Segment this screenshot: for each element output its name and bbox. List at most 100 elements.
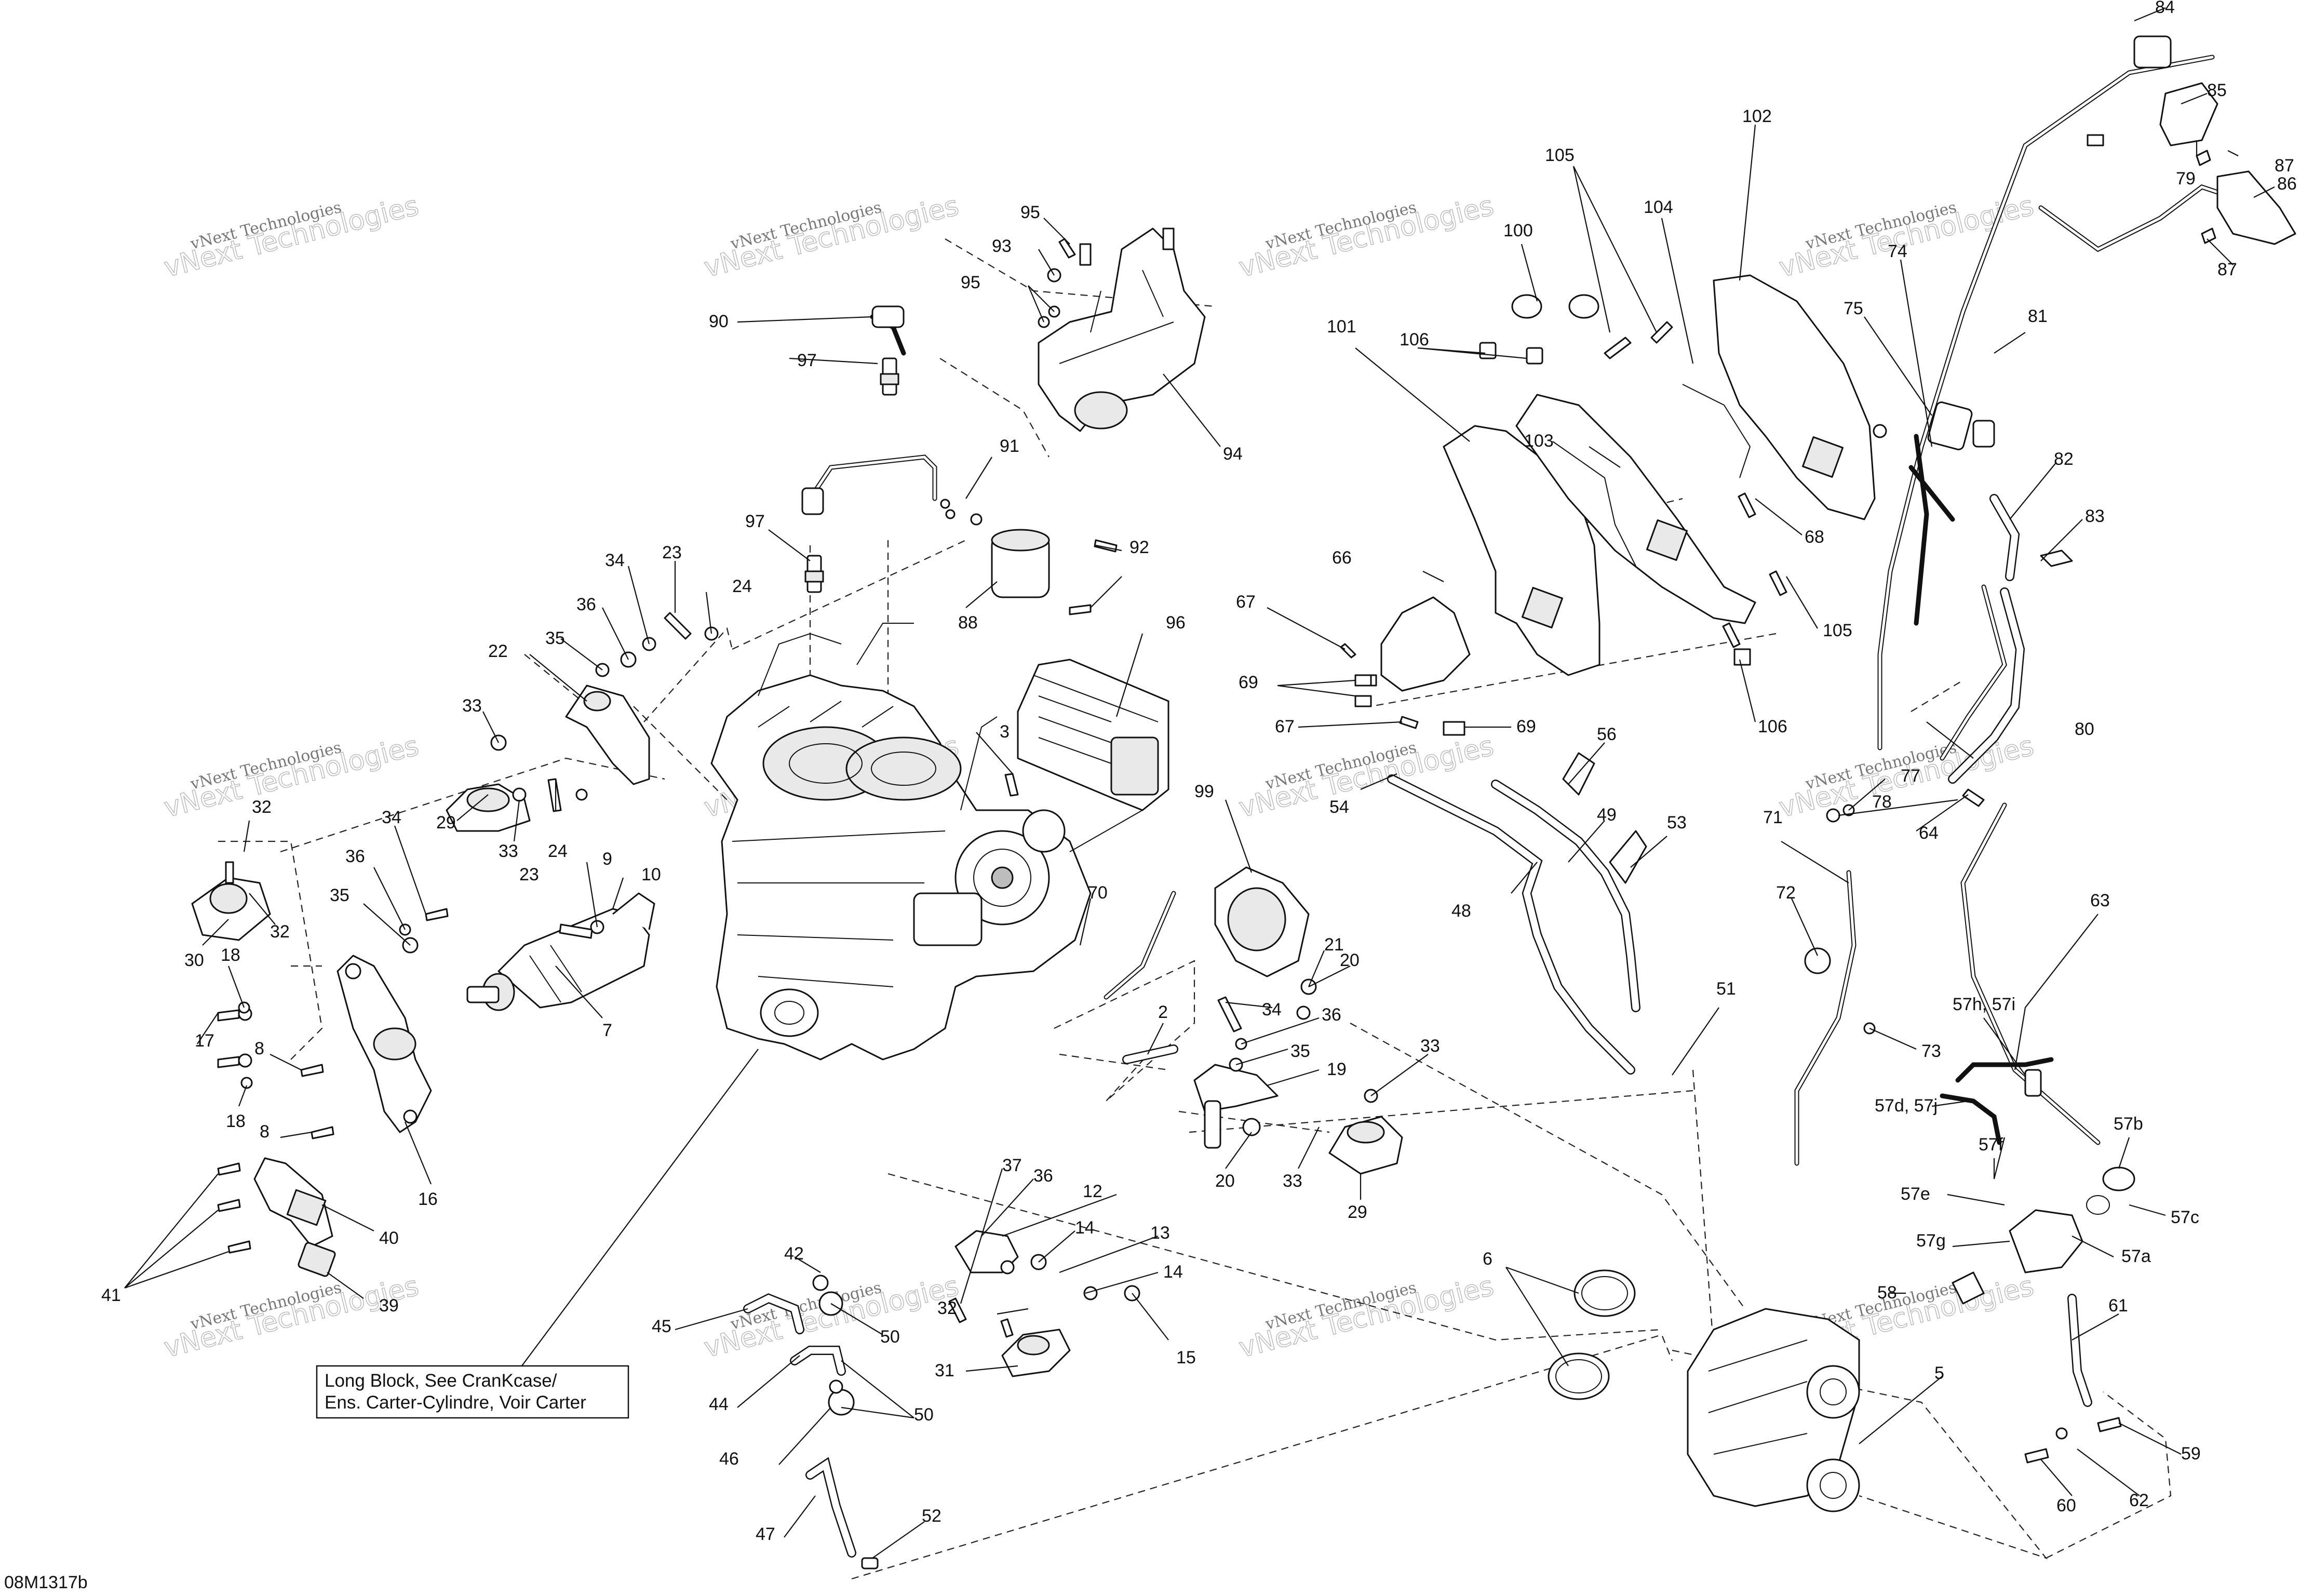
cable-mount-top [2133,35,2296,245]
callout-label: 23 [662,543,682,562]
callout-label: 67 [1275,717,1295,736]
callout-label: 24 [548,841,568,861]
callout-label: 71 [1763,808,1783,827]
callout-label: 80 [2075,719,2094,739]
callout-label: 29 [1348,1202,1367,1222]
intake-hose-48 [1387,752,1647,1075]
callout-label: 97 [797,351,817,370]
callout-label: 9 [602,849,612,869]
callout-label: 32 [270,922,290,942]
watermark: vNext Technologies vNext Technologies [1235,1270,1497,1364]
ignition-coil [940,499,1050,598]
callout-label: 81 [2028,306,2048,326]
callout-label: 60 [2056,1496,2076,1515]
callout-label: 57b [2114,1114,2143,1134]
callout-label: 24 [732,576,752,596]
callout-label: 33 [462,696,482,716]
callout-label: 35 [330,886,349,905]
callout-label: 103 [1524,431,1554,451]
callout-label: 57g [1916,1231,1946,1251]
callout-label: 18 [226,1111,246,1131]
hose-clamps-6 [1548,1269,1636,1400]
callout-label: 37 [1002,1156,1022,1175]
callout-label: 41 [101,1285,121,1305]
callout-label: 57d, 57j [1875,1096,1938,1116]
callout-label: 35 [1290,1041,1310,1061]
engine-mount-29-right [1328,1116,1403,1175]
callout-label: 70 [1088,883,1108,903]
callout-label: 69 [1516,717,1536,736]
callout-label: 33 [1283,1171,1302,1191]
callout-label: 106 [1400,330,1429,350]
spark-plug-wires [801,305,937,515]
callout-label: 93 [992,236,1012,256]
callout-label: 34 [605,551,625,570]
callout-label: 23 [519,865,539,884]
callout-label: 62 [2129,1491,2149,1510]
callout-label: 33 [1420,1036,1440,1056]
engine-mount-19 [1193,1064,1279,1149]
callout-label: 106 [1758,717,1787,736]
callout-label: 5 [1934,1363,1944,1383]
callout-label: 14 [1163,1262,1183,1282]
callout-label: 13 [1150,1223,1170,1243]
starter-motor [466,892,655,1011]
callout-label: 54 [1329,797,1349,817]
callout-label: 20 [1340,950,1360,970]
callout-label: 20 [1215,1171,1235,1191]
callout-label: 17 [195,1031,214,1051]
callout-label: 97 [745,512,765,531]
callout-label: 8 [254,1039,264,1058]
callout-label: 95 [961,273,980,292]
callout-label: 56 [1597,725,1617,744]
watermark: vNext Technologies vNext Technologies [701,190,962,284]
note-line-2: Ens. Carter-Cylindre, Voir Carter [325,1392,586,1413]
callout-label: 90 [709,312,729,331]
callout-label: 46 [719,1449,739,1469]
engine-mount-30 [191,861,271,941]
callout-label: 58 [1877,1283,1897,1303]
callouts: 84 85 87 79 86 87 102 105 104 100 106 10… [101,0,2297,1544]
callout-label: 19 [1327,1059,1347,1079]
callout-label: 64 [1919,823,1939,843]
callout-label: 36 [345,847,365,866]
callout-label: 35 [545,628,565,648]
callout-label: 29 [436,813,456,833]
callout-label: 75 [1844,299,1863,318]
reference-code: 08M1317b [4,1573,88,1592]
callout-label: 87 [2217,260,2237,279]
callout-label: 44 [709,1394,729,1414]
air-filter-99 [1214,866,1310,977]
callout-label: 72 [1776,883,1796,903]
callout-label: 7 [602,1021,612,1040]
callout-label: 68 [1805,527,1824,547]
callout-label: 83 [2085,506,2105,526]
callout-label: 79 [2176,169,2196,189]
callout-label: 69 [1239,673,1258,692]
callout-label: 94 [1223,444,1243,464]
callout-label: 36 [576,595,596,614]
callout-label: 57e [1901,1184,1930,1204]
callout-label: 30 [184,950,204,970]
callout-label: 82 [2054,449,2074,469]
callout-label: 99 [1194,782,1214,801]
callout-label: 12 [1083,1182,1102,1201]
callout-label: 52 [922,1506,941,1526]
note-box [316,1365,629,1419]
callout-label: 8 [260,1122,270,1142]
callout-label: 57c [2171,1208,2199,1227]
callout-label: 91 [1000,436,1019,456]
ecm-bracket [1038,227,1206,432]
long-block-note: Long Block, See CranKcase/ Ens. Carter-C… [316,1365,629,1419]
callout-label: 22 [488,641,508,661]
parts [191,35,2296,1570]
callout-label: 31 [935,1361,954,1380]
callout-label: 84 [2155,0,2175,17]
callout-label: 32 [937,1298,957,1318]
note-line-1: Long Block, See CranKcase/ [325,1371,557,1391]
mounting-bracket-66 [1360,596,1471,736]
callout-label: 39 [379,1296,399,1316]
callout-label: 50 [880,1327,900,1347]
wire-harness-70 [1104,891,1176,1000]
